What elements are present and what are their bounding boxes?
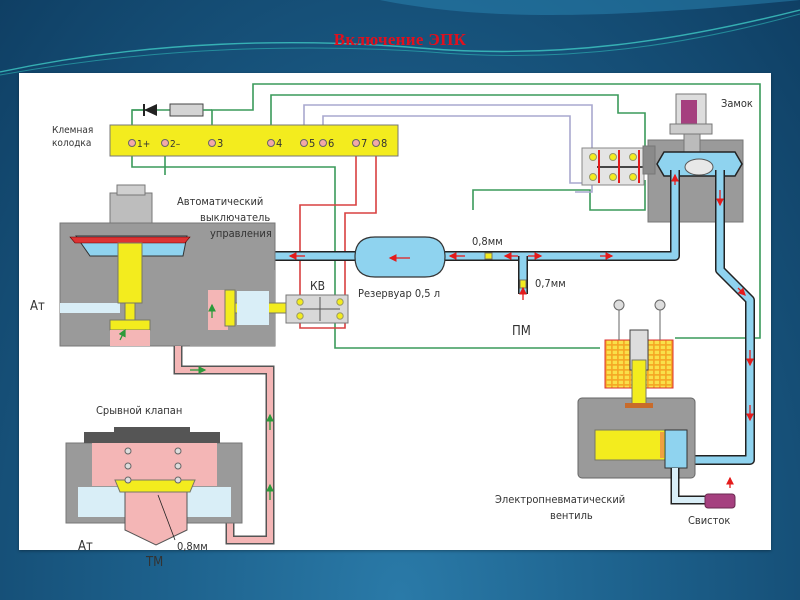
orifice-08-top-label: 0,8мм bbox=[472, 235, 503, 248]
break-valve-label: Срывной клапан bbox=[96, 404, 182, 417]
auto-switch-label-1: Автоматический bbox=[177, 195, 263, 208]
break-valve bbox=[65, 427, 243, 546]
terminal-2-label: 2– bbox=[170, 139, 181, 150]
electro-pneumatic-valve bbox=[577, 299, 705, 505]
terminal-block-label-1: Клемная bbox=[52, 125, 93, 136]
reservoir bbox=[354, 236, 446, 278]
reservoir-label: Резервуар 0,5 л bbox=[358, 287, 440, 300]
orifice-07 bbox=[519, 279, 527, 289]
auto-switch bbox=[59, 184, 291, 347]
pressure-pipe bbox=[173, 346, 275, 545]
terminal-6-label: 6 bbox=[328, 137, 334, 150]
lock-label: Замок bbox=[721, 97, 753, 110]
auto-switch-label-2: выключатель bbox=[200, 211, 270, 224]
diode-icon bbox=[132, 104, 172, 116]
terminal-7-label: 7 bbox=[361, 137, 367, 150]
terminal-8-label: 8 bbox=[381, 137, 387, 150]
terminal-pins: 1+ 2– 3 4 5 6 7 8 bbox=[128, 137, 387, 150]
epv-label-2: вентиль bbox=[550, 509, 593, 522]
whistle-label: Свисток bbox=[688, 514, 730, 527]
kv-label: КВ bbox=[310, 279, 325, 293]
terminal-block bbox=[109, 124, 399, 157]
header-swoosh bbox=[0, 0, 800, 76]
terminal-4-label: 4 bbox=[276, 137, 282, 150]
kv-switch bbox=[285, 294, 349, 324]
terminal-block-label-2: колодка bbox=[52, 138, 91, 149]
terminal-3-label: 3 bbox=[217, 137, 223, 150]
lock-device bbox=[642, 93, 744, 223]
lock-switch-contacts bbox=[581, 147, 660, 186]
orifice-07-label: 0,7мм bbox=[535, 277, 566, 290]
terminal-1-label: 1+ bbox=[137, 139, 150, 150]
orifice-08-bottom-label: 0,8мм bbox=[177, 540, 208, 553]
resistor-icon bbox=[169, 103, 204, 117]
slide-title: Включение ЭПК bbox=[333, 30, 467, 49]
am-bottom-label: Ат bbox=[78, 539, 93, 554]
auto-switch-label-3: управления bbox=[210, 227, 272, 240]
pm-label: ПМ bbox=[512, 324, 531, 339]
tm-label: ТМ bbox=[145, 555, 163, 570]
pressure-flow-arrows bbox=[118, 303, 274, 500]
epv-label-1: Электропневматический bbox=[495, 493, 625, 506]
terminal-5-label: 5 bbox=[309, 137, 315, 150]
am-top-label: Ат bbox=[30, 299, 45, 314]
whistle-icon bbox=[704, 476, 736, 509]
orifice-08-top bbox=[484, 252, 493, 260]
